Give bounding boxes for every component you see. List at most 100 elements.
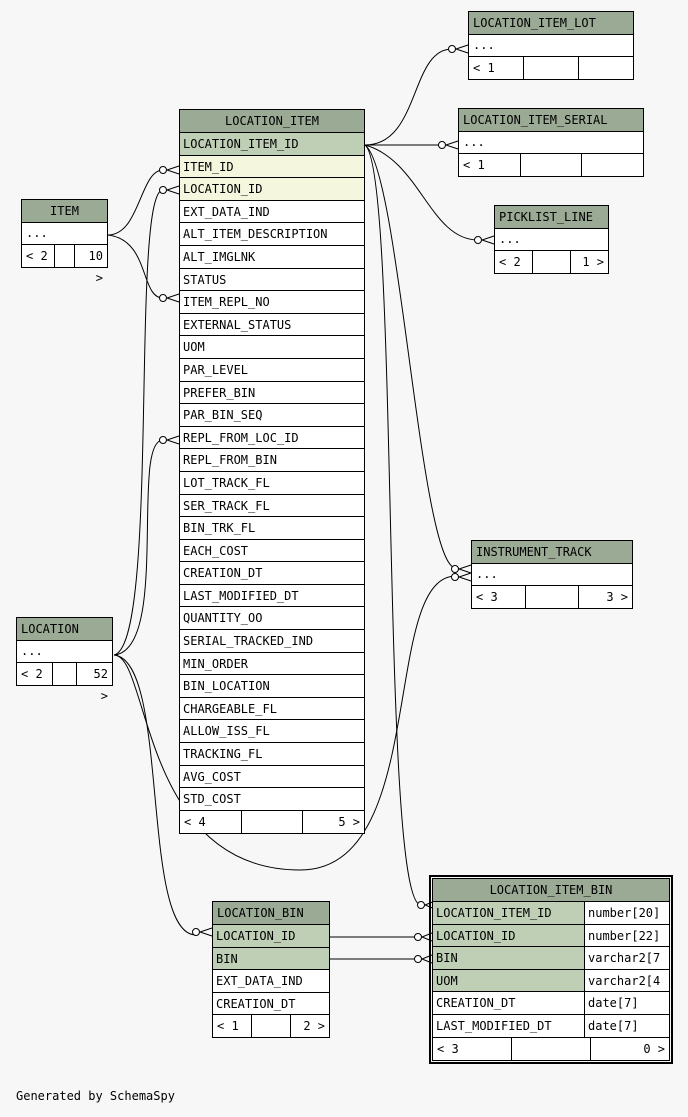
column-row[interactable]: PAR_LEVEL	[180, 358, 364, 382]
column-row[interactable]: SER_TRACK_FL	[180, 494, 364, 518]
generator-caption: Generated by SchemaSpy	[16, 1089, 175, 1103]
column-row[interactable]: ALT_ITEM_DESCRIPTION	[180, 223, 364, 246]
column-row[interactable]: AVG_COST	[180, 765, 364, 789]
table-instrument-track[interactable]: INSTRUMENT_TRACK ... < 3 3 >	[471, 540, 633, 609]
column-row[interactable]: REPL_FROM_BIN	[180, 449, 364, 472]
table-header: LOCATION_ITEM_LOT	[469, 12, 633, 35]
column-row[interactable]: PAR_BIN_SEQ	[180, 404, 364, 427]
column-name: LAST_MODIFIED_DT	[433, 1014, 585, 1037]
parents-count[interactable]: < 1	[463, 158, 485, 172]
column-type: date[7]	[585, 1014, 669, 1037]
column-row[interactable]: BIN	[213, 947, 329, 971]
columns-ellipsis: ...	[17, 641, 112, 663]
table-header: LOCATION_ITEM_BIN	[433, 879, 669, 902]
column-row[interactable]: STATUS	[180, 268, 364, 292]
parents-count[interactable]: < 1	[473, 61, 495, 75]
children-count[interactable]	[581, 154, 643, 176]
children-count[interactable]: 0 >	[590, 1037, 669, 1060]
column-row[interactable]: QUANTITY_OO	[180, 607, 364, 631]
column-row[interactable]: PREFER_BIN	[180, 381, 364, 405]
children-count[interactable]	[578, 57, 633, 79]
column-row[interactable]: LOCATION_ID	[180, 178, 364, 201]
column-row[interactable]: BIN_LOCATION	[180, 675, 364, 698]
parents-count[interactable]: < 3	[437, 1041, 459, 1056]
column-row[interactable]: LAST_MODIFIED_DT	[180, 584, 364, 608]
column-row[interactable]: EXT_DATA_IND	[213, 970, 329, 993]
column-row[interactable]: EXT_DATA_IND	[180, 200, 364, 224]
columns-ellipsis: ...	[22, 223, 107, 245]
column-row[interactable]: EXTERNAL_STATUS	[180, 313, 364, 337]
column-row[interactable]: ALLOW_ISS_FL	[180, 720, 364, 744]
parents-count[interactable]: < 2	[26, 249, 48, 263]
table-footer: < 3 0 >	[433, 1037, 669, 1060]
column-row[interactable]: ITEM_REPL_NO	[180, 291, 364, 314]
table-footer: < 2 10 >	[22, 245, 107, 285]
children-count[interactable]: 52 >	[76, 663, 112, 703]
column-row[interactable]: LOCATION_ITEM_ID	[180, 133, 364, 156]
table-header: ITEM	[22, 200, 107, 223]
children-count[interactable]: 2 >	[290, 1015, 329, 1038]
table-header: LOCATION_ITEM	[180, 110, 364, 133]
table-footer: < 3 3 >	[472, 586, 632, 608]
column-row[interactable]: TRACKING_FL	[180, 743, 364, 766]
column-name: UOM	[433, 969, 585, 992]
columns-ellipsis: ...	[459, 132, 643, 154]
children-count[interactable]: 1 >	[570, 251, 608, 273]
table-header: LOCATION_ITEM_SERIAL	[459, 109, 643, 132]
table-footer: < 1	[469, 57, 633, 79]
column-type: varchar2[7	[585, 947, 669, 969]
parents-count[interactable]: < 4	[184, 814, 206, 829]
column-row[interactable]: EACH_COST	[180, 539, 364, 563]
columns-ellipsis: ...	[472, 564, 632, 586]
table-footer: < 1 2 >	[213, 1015, 329, 1038]
children-count[interactable]: 3 >	[578, 586, 632, 608]
table-footer: < 2 52 >	[17, 663, 112, 703]
column-row[interactable]: CREATION_DT	[180, 562, 364, 585]
column-row[interactable]: ITEM_ID	[180, 155, 364, 179]
column-row[interactable]: SERIAL_TRACKED_IND	[180, 630, 364, 653]
table-location-item-lot[interactable]: LOCATION_ITEM_LOT ... < 1	[468, 11, 634, 80]
column-row[interactable]: LOT_TRACK_FL	[180, 471, 364, 495]
column-row[interactable]: ALT_IMGLNK	[180, 245, 364, 269]
column-row[interactable]: UOM	[180, 336, 364, 359]
column-name: LOCATION_ID	[433, 924, 585, 947]
children-count[interactable]: 10 >	[74, 245, 107, 285]
column-type: varchar2[4	[585, 969, 669, 992]
parents-count[interactable]: < 2	[499, 255, 521, 269]
column-row[interactable]: BIN_TRK_FL	[180, 517, 364, 540]
parents-count[interactable]: < 3	[476, 590, 498, 604]
table-header: LOCATION	[17, 618, 112, 641]
column-name: CREATION_DT	[433, 992, 585, 1014]
column-row[interactable]: REPL_FROM_LOC_ID	[180, 426, 364, 450]
table-footer: < 1	[459, 154, 643, 176]
column-row[interactable]: MIN_ORDER	[180, 652, 364, 676]
parents-count[interactable]: < 1	[217, 1019, 239, 1034]
column-row[interactable]: STD_COST	[180, 788, 364, 811]
children-count[interactable]: 5 >	[302, 810, 364, 833]
column-name: LOCATION_ITEM_ID	[433, 902, 585, 924]
parents-count[interactable]: < 2	[21, 667, 43, 681]
table-footer: < 2 1 >	[495, 251, 608, 273]
column-type: date[7]	[585, 992, 669, 1014]
table-header: PICKLIST_LINE	[495, 206, 608, 229]
columns-ellipsis: ...	[495, 229, 608, 251]
table-item[interactable]: ITEM ... < 2 10 >	[21, 199, 108, 285]
column-row[interactable]: CREATION_DT	[213, 992, 329, 1016]
column-row[interactable]: LOCATION_ID	[213, 925, 329, 948]
table-location[interactable]: LOCATION ... < 2 52 >	[16, 617, 113, 703]
table-location-item-serial[interactable]: LOCATION_ITEM_SERIAL ... < 1	[458, 108, 644, 177]
column-row[interactable]: CHARGEABLE_FL	[180, 697, 364, 721]
column-type: number[22]	[585, 924, 669, 947]
table-footer: < 4 5 >	[180, 810, 364, 833]
table-picklist-line[interactable]: PICKLIST_LINE ... < 2 1 >	[494, 205, 609, 274]
